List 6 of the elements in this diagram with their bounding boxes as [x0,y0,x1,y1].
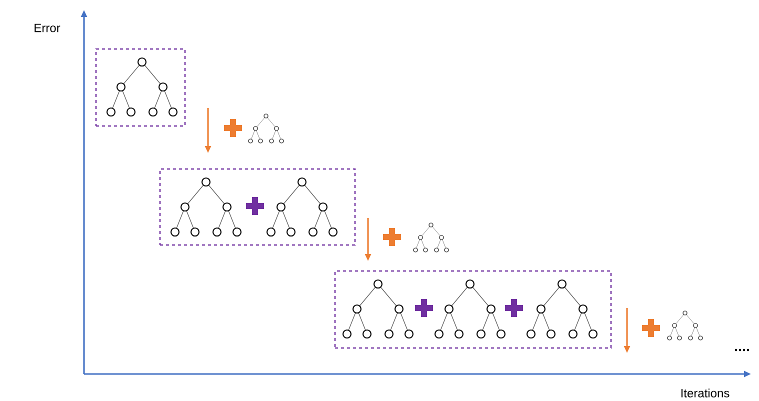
model-box [334,270,612,349]
ellipsis: .... [734,348,750,352]
model-box [159,168,356,246]
axis-label: Error [34,24,60,32]
axis-label: Iterations [681,388,730,398]
model-box [95,48,186,127]
